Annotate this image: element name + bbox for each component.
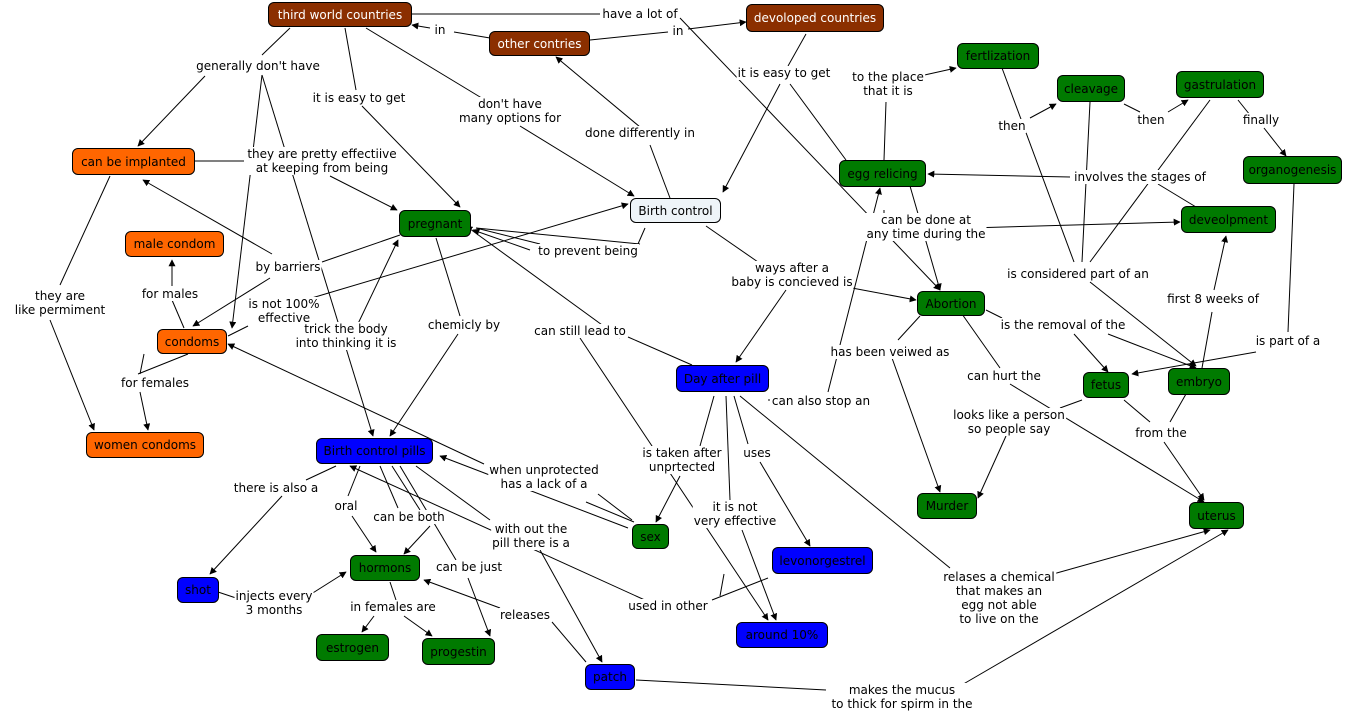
link-without-the-pill: with out the pill there is a (491, 522, 571, 550)
node-development[interactable]: deveolpment (1181, 206, 1276, 233)
link-can-also-stop: can also stop an (770, 394, 872, 408)
link-not-very-effective: it is not very effective (692, 500, 778, 528)
node-third-world-countries[interactable]: third world countries (268, 2, 412, 27)
link-pretty-effective: they are pretty effectiive at keeping fr… (246, 147, 398, 175)
link-finally: finally (1241, 113, 1281, 127)
node-patch[interactable]: patch (585, 664, 635, 690)
node-sex[interactable]: sex (632, 524, 669, 549)
node-estrogen[interactable]: estrogen (316, 634, 389, 661)
node-male-condom[interactable]: male condom (125, 231, 224, 257)
link-in-females-are: in females are (349, 600, 437, 614)
node-uterus[interactable]: uterus (1189, 502, 1244, 529)
link-when-unprotected: when unprotected has a lack of a (488, 463, 600, 491)
node-organogenesis[interactable]: organogenesis (1243, 156, 1342, 184)
node-other-countries[interactable]: other contries (489, 31, 590, 56)
node-egg-relicing[interactable]: egg relicing (839, 160, 926, 187)
node-shot[interactable]: shot (177, 577, 219, 603)
node-murder[interactable]: Murder (917, 493, 977, 519)
node-levonorgestrel[interactable]: levonorgestrel (772, 547, 873, 574)
link-can-hurt-the: can hurt the (966, 369, 1042, 383)
link-can-be-done-at: can be done at any time during the (865, 213, 987, 241)
node-birth-control-pills[interactable]: Birth control pills (316, 438, 433, 464)
link-for-females: for females (120, 376, 190, 390)
link-in: in (671, 24, 685, 38)
node-fetus[interactable]: fetus (1083, 372, 1129, 398)
link-has-been-viewed: has been veiwed as (829, 345, 951, 359)
node-condoms[interactable]: condoms (157, 329, 227, 354)
link-is-taken-after: is taken after unprtected (641, 446, 723, 474)
link-is-part-of-a: is part of a (1254, 334, 1322, 348)
node-progestin[interactable]: progestin (422, 638, 495, 665)
link-makes-the-mucus: makes the mucus to thick for spirm in th… (830, 683, 974, 711)
link-is-not-100-effective: is not 100% effective (247, 297, 321, 325)
link-trick-the-body: trick the body into thinking it is (294, 322, 398, 350)
link-to-prevent-being: to prevent being (537, 244, 639, 258)
link-relases-chemical: relases a chemical that makes an egg not… (942, 570, 1056, 626)
link-can-still-lead-to: can still lead to (533, 324, 627, 338)
link-uses: uses (742, 446, 772, 460)
node-gastrulation[interactable]: gastrulation (1176, 71, 1264, 98)
link-for-males: for males (140, 287, 200, 301)
node-pregnant[interactable]: pregnant (399, 210, 471, 237)
node-women-condoms[interactable]: women condoms (86, 432, 204, 458)
link-generally-dont-have: generally don't have (195, 59, 321, 73)
link-then: then (997, 119, 1027, 133)
link-used-in-other: used in other (627, 599, 709, 613)
link-it-is-easy-to-get: it is easy to get (736, 66, 832, 80)
link-first-8-weeks: first 8 weeks of (1166, 292, 1260, 306)
node-cleavage[interactable]: cleavage (1057, 75, 1125, 102)
link-to-the-place: to the place that it is (851, 70, 925, 98)
link-oral: oral (333, 499, 359, 513)
link-from-the: from the (1134, 426, 1188, 440)
link-injects-every: injects every 3 months (234, 589, 314, 617)
link-done-differently-in: done differently in (584, 126, 696, 140)
link-is-the-removal: is the removal of the (999, 318, 1127, 332)
link-ways-after-baby: ways after a baby is concieved is (730, 261, 854, 289)
link-it-is-easy-to-get: it is easy to get (311, 91, 407, 105)
link-have-a-lot-of: have a lot of (601, 7, 679, 21)
node-can-be-implanted[interactable]: can be implanted (72, 148, 195, 175)
link-by-barriers: by barriers (254, 260, 322, 274)
link-like-permanent: they are like permiment (13, 289, 107, 317)
link-in: in (433, 23, 447, 37)
link-there-is-also: there is also a (232, 481, 320, 495)
node-fertilization[interactable]: fertlization (957, 43, 1039, 69)
node-developed-countries[interactable]: devoloped countries (746, 4, 884, 32)
link-then: then (1136, 113, 1166, 127)
link-is-considered-part: is considered part of an (1006, 267, 1150, 281)
node-around-10[interactable]: around 10% (736, 622, 828, 648)
node-birth-control[interactable]: Birth control (630, 198, 721, 223)
link-involves-stages: involves the stages of (1073, 170, 1207, 184)
link-chemicly-by: chemicly by (426, 318, 502, 332)
node-hormons[interactable]: hormons (350, 555, 420, 581)
node-abortion[interactable]: Abortion (917, 291, 985, 316)
node-day-after-pill[interactable]: Day after pill (676, 365, 769, 392)
node-embryo[interactable]: embryo (1168, 368, 1230, 395)
link-dont-have-many-options: don't have many options for (457, 97, 563, 125)
link-can-be-just: can be just (434, 560, 504, 574)
link-releases: releases (498, 608, 552, 622)
link-can-be-both: can be both (372, 510, 446, 524)
link-looks-like-person: looks like a person so people say (952, 408, 1066, 436)
